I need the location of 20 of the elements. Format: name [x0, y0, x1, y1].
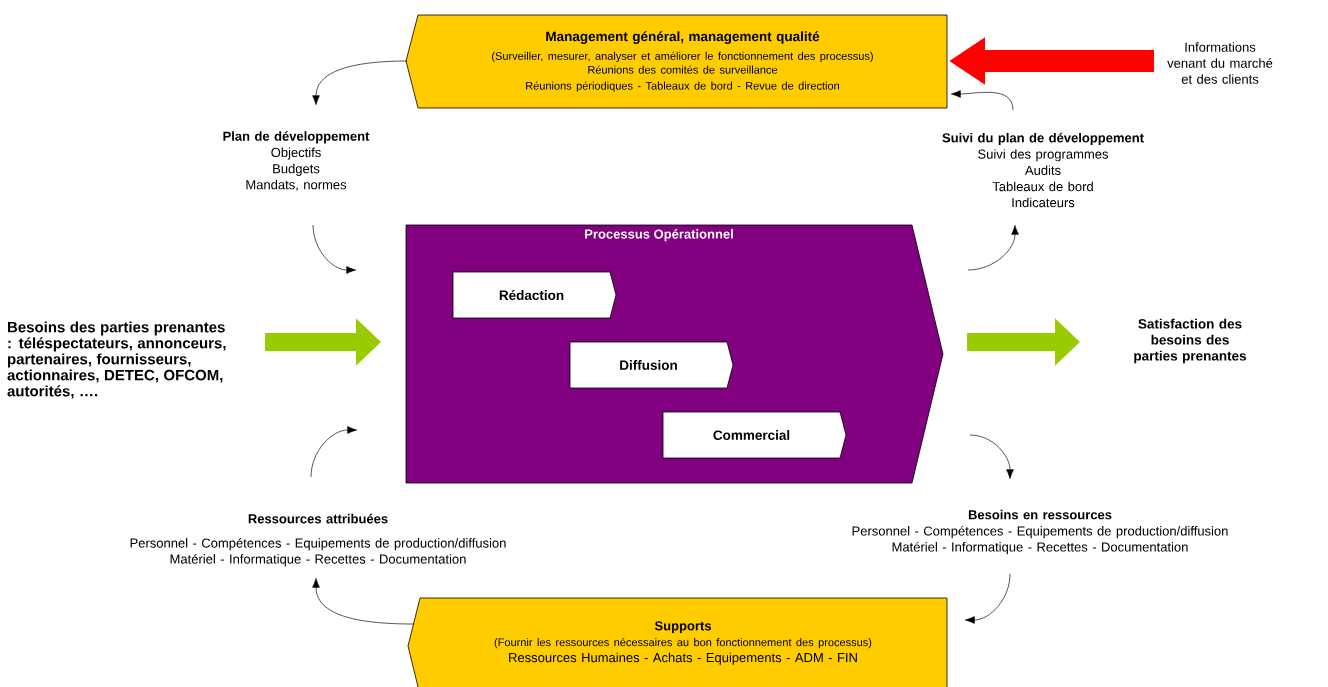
input-text: Informations venant du marché et des clients: [1167, 42, 1273, 84]
curved-arrow: [951, 90, 1014, 111]
needs-text: Besoins des parties prenantes : téléspectateurs, annonceurs, partenaires, fournisseurs, actionnaires, DETEC, OFCOM, autorités, ….: [7, 321, 226, 399]
process-step: Commercial: [662, 411, 847, 459]
plan-text: Plan de développement Objectifs Budgets Mandats, normes: [223, 131, 370, 191]
process-step: Rédaction: [452, 271, 617, 319]
satisfaction-text: Satisfaction des besoins des parties prenantes: [1134, 318, 1247, 364]
curved-arrow: [310, 426, 357, 478]
curved-arrow: [965, 573, 1011, 624]
curved-arrow: [312, 224, 356, 274]
resources-text: Besoins en ressources Personnel - Compétences - Equipements de production/diffusion Matériel - Informatique - Recettes - Documentation: [852, 509, 1228, 555]
monitoring-text: Suivi du plan de développement Suivi des programmes Audits Tableaux de bord Indicateurs: [942, 132, 1144, 208]
curved-arrow: [312, 60, 408, 105]
management-box: Management général, management qualité (Surveiller, mesurer, analyser et améliorer le fonctionnement des processus) Réunions des comités de surveillance Réunions périodiques - Tableaux de bord - Revue de direction: [405, 14, 948, 109]
curved-arrow: [969, 434, 1014, 479]
supports-box: Supports (Fournir les ressources nécessaires au bon fonctionnement des processus) Ressources Humaines - Achats - Equipements - ADM - FIN: [407, 597, 948, 687]
process-step: Diffusion: [569, 341, 734, 389]
curved-arrow: [312, 578, 415, 625]
curved-arrow: [967, 225, 1019, 271]
resources-text: Ressources attribuées Personnel - Compétences - Equipements de production/diffusion Matériel - Informatique - Recettes - Documentation: [130, 513, 506, 567]
